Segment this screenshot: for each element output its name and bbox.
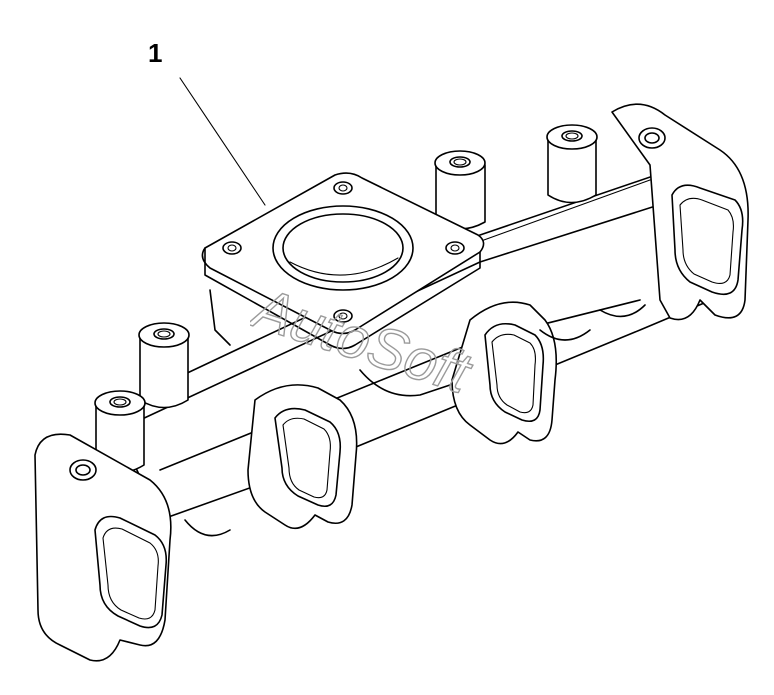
boss-front-1 — [138, 322, 190, 409]
end-flange-left — [34, 433, 172, 662]
port-middle-right — [451, 301, 558, 445]
center-flange — [201, 172, 485, 350]
end-flange-right — [611, 103, 749, 321]
lower-ribs — [184, 304, 646, 537]
boss-rear-1 — [546, 124, 598, 204]
autosoft-watermark: AutoSoft — [250, 274, 481, 405]
callout-label-1: 1 — [148, 38, 163, 68]
watermark-text: AutoSoft — [250, 275, 480, 405]
port-middle-left — [247, 384, 358, 530]
callout-leader-line — [179, 77, 266, 206]
